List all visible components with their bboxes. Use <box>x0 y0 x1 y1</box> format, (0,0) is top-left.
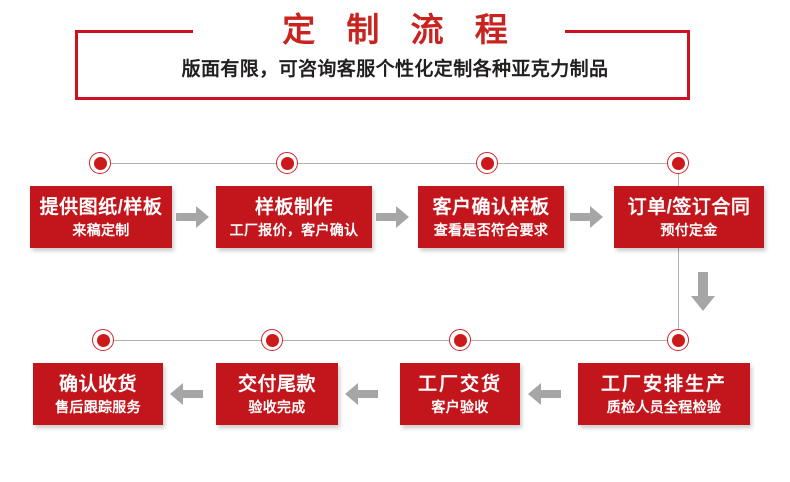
process-step-5-title: 工厂安排生产 <box>600 373 727 395</box>
process-step-1-subtitle: 来稿定制 <box>72 221 130 238</box>
process-step-4-subtitle: 预付定金 <box>660 221 718 238</box>
timeline-dot-step-7 <box>261 329 283 351</box>
process-step-1-title: 提供图纸/样板 <box>39 196 163 218</box>
process-step-7[interactable]: 交付尾款 验收完成 <box>216 363 338 425</box>
header-border-segment-right <box>565 30 690 33</box>
process-step-3[interactable]: 客户确认样板 查看是否符合要求 <box>418 186 564 248</box>
process-step-6-subtitle: 客户验收 <box>431 398 489 415</box>
timeline-dot-step-5 <box>667 329 689 351</box>
arrow-left-icon-2 <box>344 381 378 407</box>
process-step-2-title: 样板制作 <box>254 196 333 218</box>
process-step-2-subtitle: 工厂报价，客户确认 <box>229 221 359 238</box>
process-step-7-title: 交付尾款 <box>237 373 316 395</box>
arrow-right-icon-2 <box>376 204 410 230</box>
timeline-dot-step-8 <box>92 329 114 351</box>
process-step-4-title: 订单/签订合同 <box>627 196 751 218</box>
arrow-right-icon-3 <box>570 204 604 230</box>
header-border-segment-left <box>75 30 193 33</box>
arrow-down-icon-connector <box>690 272 716 312</box>
timeline-dot-step-3 <box>476 152 498 174</box>
timeline-dot-step-1 <box>89 152 111 174</box>
page-subtitle: 版面有限，可咨询客服个性化定制各种亚克力制品 <box>181 59 609 80</box>
process-step-8-subtitle: 售后跟踪服务 <box>55 398 141 415</box>
timeline-rail-row2 <box>103 340 678 341</box>
page-title: 定 制 流 程 <box>282 11 519 48</box>
process-step-6[interactable]: 工厂交货 客户验收 <box>400 363 520 425</box>
arrow-right-icon-1 <box>176 204 210 230</box>
timeline-rail-vertical-connector <box>678 163 679 341</box>
process-step-7-subtitle: 验收完成 <box>248 398 306 415</box>
process-step-3-title: 客户确认样板 <box>432 196 550 218</box>
process-step-5[interactable]: 工厂安排生产 质检人员全程检验 <box>578 363 750 425</box>
process-step-5-subtitle: 质检人员全程检验 <box>606 398 722 415</box>
arrow-left-icon-1 <box>169 381 203 407</box>
timeline-dot-step-2 <box>276 152 298 174</box>
process-step-1[interactable]: 提供图纸/样板 来稿定制 <box>30 186 172 248</box>
header-frame <box>75 30 690 100</box>
process-step-8[interactable]: 确认收货 售后跟踪服务 <box>33 363 163 425</box>
process-step-8-title: 确认收货 <box>58 373 137 395</box>
process-step-2[interactable]: 样板制作 工厂报价，客户确认 <box>216 186 372 248</box>
timeline-dot-step-6 <box>449 329 471 351</box>
process-step-3-subtitle: 查看是否符合要求 <box>433 221 549 238</box>
arrow-left-icon-3 <box>527 381 561 407</box>
timeline-rail-row1 <box>100 163 678 164</box>
timeline-dot-step-4 <box>667 152 689 174</box>
process-step-6-title: 工厂交货 <box>417 373 502 395</box>
process-step-4[interactable]: 订单/签订合同 预付定金 <box>614 186 764 248</box>
